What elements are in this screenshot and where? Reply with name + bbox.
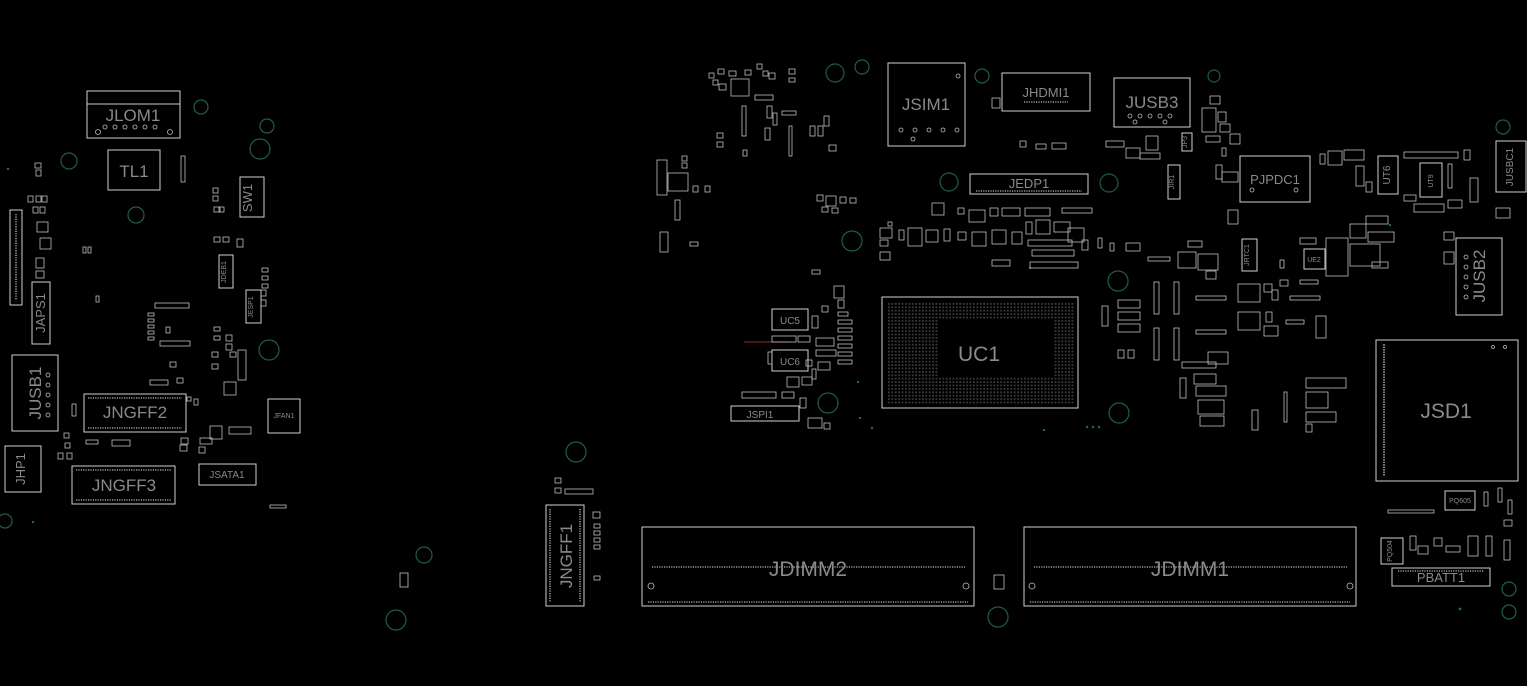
jesp1-label: JESP1 xyxy=(248,296,255,318)
pq605-label: PQ605 xyxy=(1449,498,1471,505)
component-ut9: UT9 xyxy=(1419,162,1443,198)
jngff2-label: JNGFF2 xyxy=(103,403,167,422)
connector-jusb3: JUSB3 xyxy=(1113,77,1191,128)
connector-jngff2: JNGFF2 xyxy=(83,393,187,433)
connector-jir1: JIR1 xyxy=(1167,164,1181,200)
jusb2-label: JUSB2 xyxy=(1470,250,1489,303)
connector-jsim1: JSIM1 xyxy=(887,62,966,147)
jusb1-label: JUSB1 xyxy=(26,367,45,420)
connector-jesp1: JESP1 xyxy=(245,289,262,324)
connector-jusb1: JUSB1 xyxy=(11,354,59,432)
switch-sw1: SW1 xyxy=(239,176,265,218)
connector-pjpdc1: PJPDC1 xyxy=(1239,155,1311,203)
connector-jusb2: JUSB2 xyxy=(1455,237,1503,316)
uc1-label: UC1 xyxy=(958,343,1000,366)
ut6-label: UT6 xyxy=(1382,165,1393,184)
component-jrtc1: JRTC1 xyxy=(1241,238,1258,272)
jdimm2-label: JDIMM2 xyxy=(769,558,847,581)
pjpdc1-label: PJPDC1 xyxy=(1250,172,1300,187)
connector-japs1: JAPS1 xyxy=(31,281,51,345)
connector-jngff3: JNGFF3 xyxy=(71,465,176,505)
jsata1-label: JSATA1 xyxy=(209,470,245,481)
component-uc5: UC5 xyxy=(771,308,809,331)
connector-jhp1: JHP1 xyxy=(4,445,42,493)
left-small-components xyxy=(27,162,409,588)
component-pq605: PQ605 xyxy=(1444,490,1476,511)
connector-pbatt1: PBATT1 xyxy=(1391,567,1491,587)
component-ut6: UT6 xyxy=(1377,155,1399,195)
jngff1-small-components xyxy=(554,477,1005,590)
jrtc1-label: JRTC1 xyxy=(1244,244,1251,266)
connector-jsata1: JSATA1 xyxy=(198,463,257,486)
connector-jdimm2: JDIMM2 xyxy=(641,526,975,607)
jsd1-label: JSD1 xyxy=(1420,400,1471,423)
component-tl1: TL1 xyxy=(107,149,186,191)
component-pq504: PQ504 xyxy=(1380,537,1404,565)
ut9-label: UT9 xyxy=(1428,174,1435,187)
connector-jhdmi1: JHDMI1 xyxy=(1001,72,1091,112)
mounting-holes xyxy=(0,59,1517,631)
component-ue2: UE2 xyxy=(1303,248,1326,270)
cpu-uc1: UC1 xyxy=(881,296,1079,409)
jp3-label: JP3 xyxy=(1182,136,1189,148)
component-jp3: JP3 xyxy=(1181,132,1193,152)
uc6-label: UC6 xyxy=(780,357,800,368)
japs1-label: JAPS1 xyxy=(33,293,48,333)
jusb3-label: JUSB3 xyxy=(1126,93,1179,112)
ue2-label: UE2 xyxy=(1307,257,1321,264)
connector-jdeb1: JDEB1 xyxy=(218,254,234,289)
jspi1-label: JSPI1 xyxy=(747,410,774,421)
connector-jfan1: JFAN1 xyxy=(267,398,301,434)
connector-left-strip xyxy=(9,209,23,306)
connector-jdimm1: JDIMM1 xyxy=(1023,526,1357,607)
sw1-label: SW1 xyxy=(240,184,255,212)
tl1-label: TL1 xyxy=(119,162,148,181)
connector-jlom1: JLOM1 xyxy=(86,90,181,139)
jedp1-label: JEDP1 xyxy=(1009,176,1049,191)
connector-jngff1: JNGFF1 xyxy=(545,504,585,607)
right-small-components xyxy=(656,63,1513,561)
connector-jspi1: JSPI1 xyxy=(730,405,800,422)
jhdmi1-label: JHDMI1 xyxy=(1023,85,1070,100)
jusbc1-label: JUSBC1 xyxy=(1505,147,1516,186)
jdimm1-label: JDIMM1 xyxy=(1151,558,1229,581)
jsim1-label: JSIM1 xyxy=(902,95,950,114)
jdeb1-label: JDEB1 xyxy=(221,261,228,283)
pq504-label: PQ504 xyxy=(1387,540,1394,562)
pbatt1-label: PBATT1 xyxy=(1417,570,1465,585)
connector-jusbc1: JUSBC1 xyxy=(1495,140,1527,219)
connector-jsd1: JSD1 xyxy=(1375,339,1519,482)
uc1-ball-grid xyxy=(888,303,1074,404)
jngff3-label: JNGFF3 xyxy=(92,476,156,495)
connector-jedp1: JEDP1 xyxy=(969,173,1089,195)
uc5-label: UC5 xyxy=(780,316,800,327)
jfan1-label: JFAN1 xyxy=(273,413,294,420)
jhp1-label: JHP1 xyxy=(13,453,28,485)
jlom1-label: JLOM1 xyxy=(106,106,161,125)
jir1-label: JIR1 xyxy=(1169,175,1176,190)
jngff1-label: JNGFF1 xyxy=(557,524,576,588)
